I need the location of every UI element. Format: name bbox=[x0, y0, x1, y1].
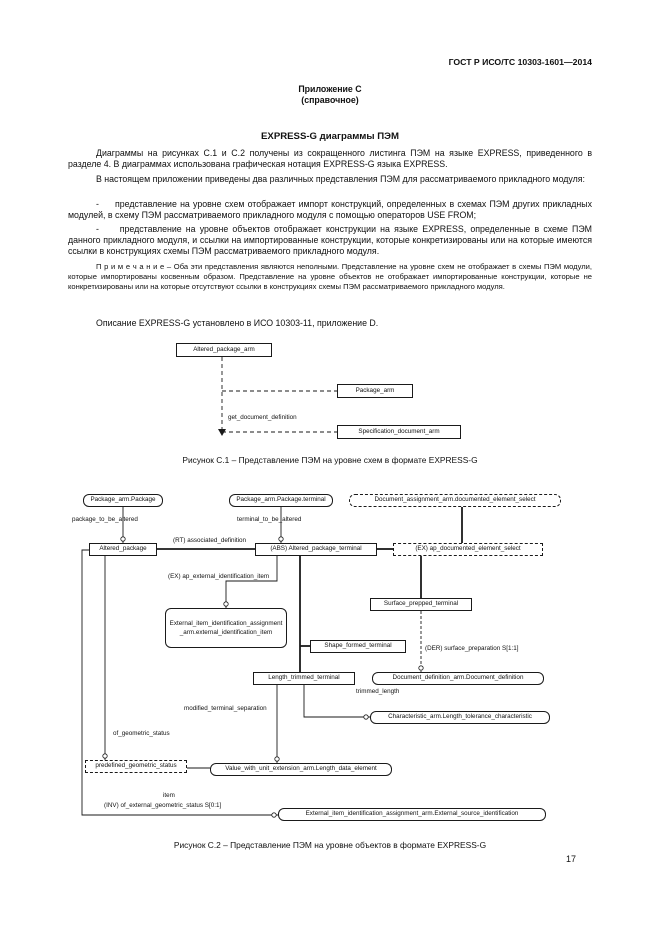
label-terminal-to-be-altered: terminal_to_be_altered bbox=[237, 516, 302, 523]
entity-box-length-data-element: Value_with_unit_extension_arm.Length_dat… bbox=[210, 763, 392, 776]
label-get-document-definition: get_document_definition bbox=[228, 414, 297, 421]
list-item-2: - представление на уровне объектов отобр… bbox=[68, 224, 592, 257]
entity-box-package-terminal: Package_arm.Package.terminal bbox=[229, 494, 333, 507]
schema-box-altered-package-arm: Altered_package_arm bbox=[176, 343, 272, 357]
figure-c1-caption: Рисунок С.1 – Представление ПЭМ на уровн… bbox=[182, 455, 478, 465]
entity-box-external-source-identification: External_item_identification_assignment_… bbox=[278, 808, 546, 821]
fig1-connector-lines bbox=[218, 357, 337, 436]
figure-c2-diagram: Package_arm.Package Package_arm.Package.… bbox=[72, 489, 572, 834]
label-package-to-be-altered: package_to_be_altered bbox=[72, 516, 138, 523]
entity-box-surface-prepped-terminal: Surface_prepped_terminal bbox=[370, 598, 472, 611]
fig2-connector-lines bbox=[81, 507, 463, 818]
paragraph-3: Описание EXPRESS-G установлено в ИСО 103… bbox=[96, 318, 379, 328]
figure-c1-diagram: Altered_package_arm Package_arm Specific… bbox=[168, 338, 468, 450]
entity-box-altered-package: Altered_package bbox=[89, 543, 157, 556]
attribute-end-circles bbox=[102, 536, 424, 818]
entity-box-external-identification-item: External_item_identification_assignment_… bbox=[165, 608, 287, 648]
paragraph-1: Диаграммы на рисунках С.1 и С.2 получены… bbox=[68, 148, 592, 170]
entity-box-altered-package-terminal: (ABS) Altered_package_terminal bbox=[255, 543, 377, 556]
entity-box-document-definition: Document_definition_arm.Document_definit… bbox=[372, 672, 544, 685]
label-associated-definition: (RT) associated_definition bbox=[173, 537, 247, 544]
appendix-subtitle: (справочное) bbox=[301, 95, 359, 105]
label-of-external-geometric-status: (INV) of_external_geometric_status S[0:1… bbox=[104, 802, 222, 809]
type-box-predefined-geometric-status: predefined_geometric_status bbox=[85, 760, 187, 773]
select-box-documented-element-select: Document_assignment_arm.documented_eleme… bbox=[349, 494, 561, 507]
select-box-ap-documented-element-select: (EX) ap_documented_element_select bbox=[393, 543, 543, 556]
label-item: item bbox=[163, 792, 175, 799]
schema-box-specification-document-arm: Specification_document_arm bbox=[337, 425, 461, 439]
document-number: ГОСТ Р ИСО/ТС 10303-1601—2014 bbox=[448, 57, 592, 67]
label-ap-external-identification-item: (EX) ap_external_identification_item bbox=[168, 573, 270, 580]
label-trimmed-length: trimmed_length bbox=[356, 688, 400, 695]
entity-box-length-trimmed-terminal: Length_trimmed_terminal bbox=[253, 672, 355, 685]
note-paragraph: П р и м е ч а н и е – Оба эти представле… bbox=[68, 262, 592, 291]
paragraph-2: В настоящем приложении приведены два раз… bbox=[96, 174, 585, 184]
label-of-geometric-status: of_geometric_status bbox=[113, 730, 170, 737]
reference-triangle-icon bbox=[218, 429, 226, 436]
entity-box-length-tolerance-characteristic: Characteristic_arm.Length_tolerance_char… bbox=[370, 711, 550, 724]
appendix-title: Приложение С bbox=[298, 84, 362, 94]
page-number: 17 bbox=[566, 854, 577, 864]
entity-box-shape-formed-terminal: Shape_formed_terminal bbox=[310, 640, 406, 653]
label-modified-terminal-separation: modified_terminal_separation bbox=[184, 705, 267, 712]
section-heading: EXPRESS-G диаграммы ПЭМ bbox=[261, 131, 399, 142]
label-surface-preparation: (DER) surface_preparation S[1:1] bbox=[425, 645, 519, 652]
entity-box-package: Package_arm.Package bbox=[83, 494, 163, 507]
list-item-1: - представление на уровне схем отображае… bbox=[68, 199, 592, 221]
figure-c2-caption: Рисунок С.2 – Представление ПЭМ на уровн… bbox=[173, 840, 487, 850]
schema-box-package-arm: Package_arm bbox=[337, 384, 413, 398]
